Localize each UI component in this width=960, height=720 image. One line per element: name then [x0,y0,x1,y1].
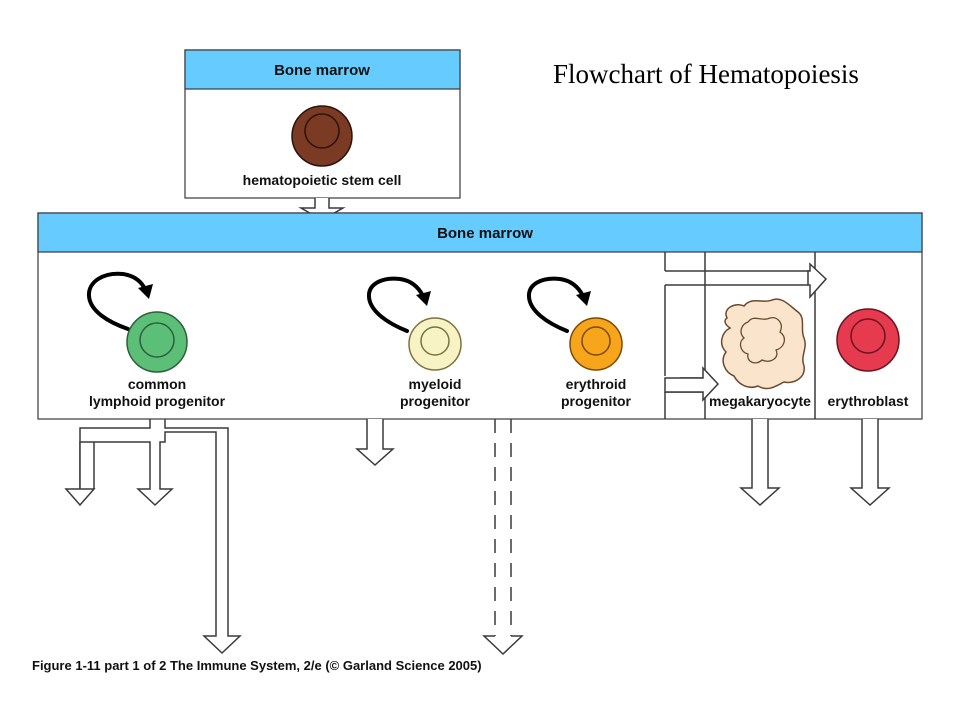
lymphoid-cell-icon [126,311,188,373]
erythroblast-label: erythroblast [828,393,909,409]
myeloid-cell-icon [408,317,462,371]
main-box-header: Bone marrow [437,225,533,242]
dashed-output-arrow [482,419,524,656]
stem-cell-label: hematopoietic stem cell [243,172,402,188]
myeloid-output-arrow [355,419,395,467]
lymphoid-label-line2: lymphoid progenitor [89,393,226,409]
erythroblast-output-arrow [849,419,891,507]
erythroid-progenitor: erythroid progenitor [527,276,632,409]
figure-caption: Figure 1-11 part 1 of 2 The Immune Syste… [32,658,482,673]
top-bone-marrow-box: Bone marrow hematopoietic stem cell [184,49,461,199]
megakaryocyte-output-arrow [739,419,781,507]
to-erythroblast-arrowhead [807,262,828,299]
erythroid-label-line1: erythroid [566,376,627,392]
myeloid-label-line2: progenitor [400,393,471,409]
megakaryocyte: megakaryocyte [709,298,811,409]
self-renewal-loop-icon [367,276,425,333]
internal-branch-arrows [664,252,828,419]
to-megakaryocyte-arrowhead [664,366,720,402]
stem-cell-icon [291,105,353,167]
erythroblast: erythroblast [828,308,909,409]
myeloid-progenitor: myeloid progenitor [367,276,471,409]
lymphoid-output-arrows [64,419,242,655]
megakaryocyte-cell-icon [720,298,806,390]
myeloid-label-line1: myeloid [409,376,462,392]
megakaryocyte-label: megakaryocyte [709,393,811,409]
top-box-header: Bone marrow [274,62,370,79]
lymphoid-label-line1: common [128,376,186,392]
lymphoid-progenitor: common lymphoid progenitor [87,271,226,409]
self-renewal-loop-icon [87,271,147,331]
erythroid-cell-icon [569,317,623,371]
erythroid-label-line2: progenitor [561,393,632,409]
erythroblast-cell-icon [836,308,900,372]
self-renewal-loop-icon [527,276,585,333]
page-title: Flowchart of Hematopoiesis [553,59,859,89]
